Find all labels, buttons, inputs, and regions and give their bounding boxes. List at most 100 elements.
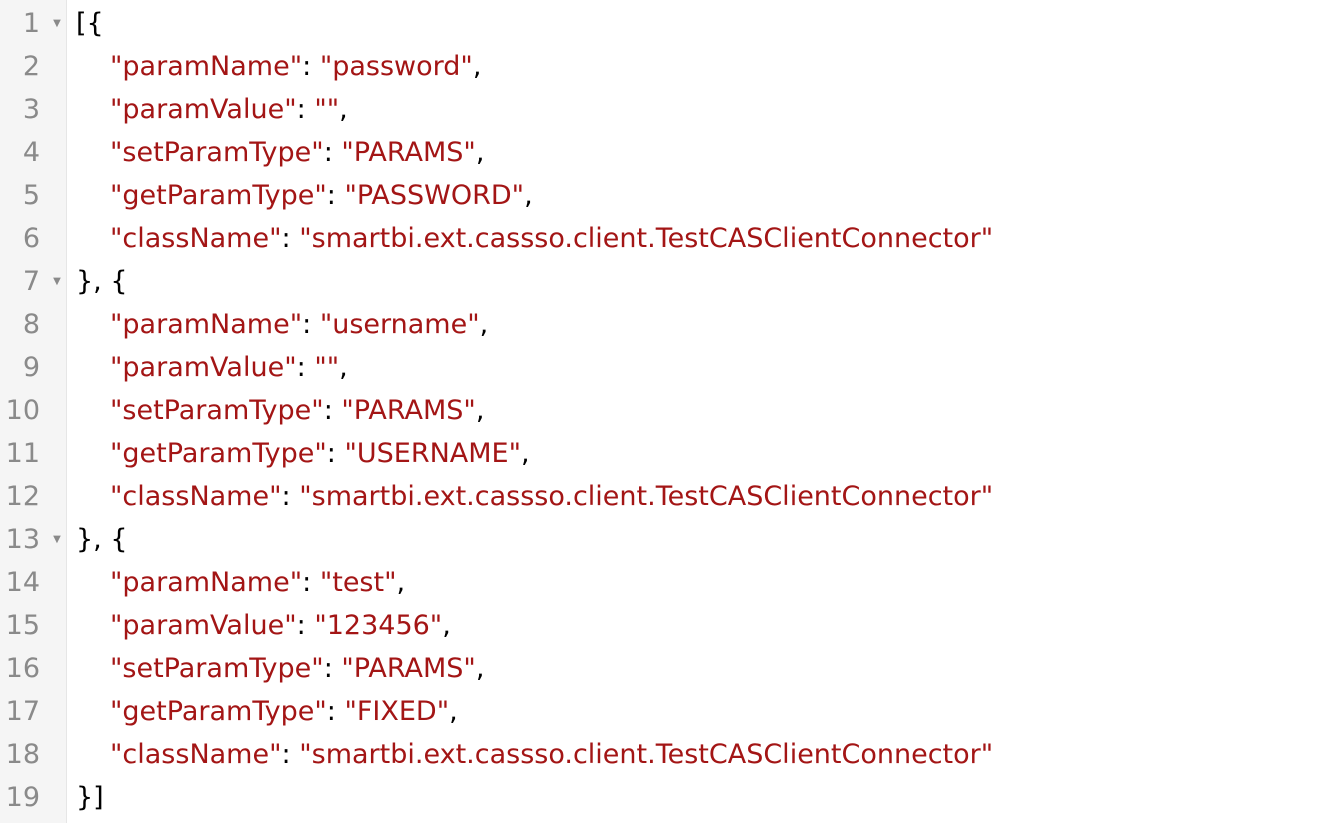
line-number: 10: [5, 395, 40, 426]
colon-token: :: [281, 739, 300, 770]
code-text: "getParamType": "USERNAME",: [76, 432, 530, 475]
code-line[interactable]: 8"paramName": "username",: [0, 303, 1341, 346]
json-key: "className": [110, 223, 282, 254]
json-value: "USERNAME": [344, 438, 522, 469]
colon-token: :: [326, 696, 345, 727]
bracket-token: }]: [76, 782, 104, 813]
colon-token: :: [323, 137, 342, 168]
comma-token: ,: [521, 438, 530, 469]
comma-token: ,: [449, 696, 458, 727]
colon-token: :: [326, 438, 345, 469]
code-text: "setParamType": "PARAMS",: [76, 389, 484, 432]
json-value: "smartbi.ext.cassso.client.TestCASClient…: [299, 223, 994, 254]
json-value: "123456": [314, 610, 443, 641]
code-text: "className": "smartbi.ext.cassso.client.…: [76, 475, 993, 518]
json-key: "className": [110, 739, 282, 770]
json-key: "setParamType": [110, 137, 324, 168]
comma-token: ,: [339, 94, 348, 125]
comma-token: ,: [475, 653, 485, 684]
code-text: [{: [76, 2, 104, 45]
json-value: "smartbi.ext.cassso.client.TestCASClient…: [299, 739, 994, 770]
code-line[interactable]: 13 ▼ }, {: [0, 518, 1341, 561]
json-value: "password": [319, 51, 473, 82]
colon-token: :: [296, 352, 315, 383]
colon-token: :: [326, 180, 345, 211]
comma-token: ,: [475, 137, 485, 168]
json-key: "className": [110, 481, 282, 512]
json-key: "getParamType": [110, 180, 327, 211]
fold-triangle-icon[interactable]: ▼: [53, 18, 61, 29]
line-number: 7: [22, 266, 40, 297]
code-line[interactable]: 17"getParamType": "FIXED",: [0, 690, 1341, 733]
code-text: "getParamType": "PASSWORD",: [76, 174, 533, 217]
code-text: "paramName": "username",: [76, 303, 488, 346]
fold-triangle-icon[interactable]: ▼: [53, 534, 61, 545]
code-text: }, {: [76, 518, 128, 561]
code-text: "setParamType": "PARAMS",: [76, 131, 484, 174]
code-line[interactable]: 6 "className": "smartbi.ext.cassso.client…: [0, 217, 1341, 260]
comma-token: ,: [479, 309, 489, 340]
code-line[interactable]: 4 "setParamType": "PARAMS",: [0, 131, 1341, 174]
json-key: "paramValue": [110, 352, 297, 383]
json-value: "smartbi.ext.cassso.client.TestCASClient…: [299, 481, 994, 512]
comma-token: ,: [472, 51, 482, 82]
code-line[interactable]: 2 "paramName": "password",: [0, 45, 1341, 88]
colon-token: :: [296, 94, 315, 125]
json-key: "getParamType": [110, 438, 327, 469]
json-key: "getParamType": [110, 696, 327, 727]
code-line[interactable]: 16"setParamType": "PARAMS",: [0, 647, 1341, 690]
code-line[interactable]: 14"paramName": "test",: [0, 561, 1341, 604]
json-key: "setParamType": [110, 395, 324, 426]
json-value: "": [314, 94, 340, 125]
code-line[interactable]: 10 "setParamType": "PARAMS",: [0, 389, 1341, 432]
code-text: "className": "smartbi.ext.cassso.client.…: [76, 217, 993, 260]
colon-token: :: [302, 309, 320, 340]
json-key: "paramName": [110, 51, 303, 82]
code-line[interactable]: 12"className": "smartbi.ext.cassso.clien…: [0, 475, 1341, 518]
line-number: 3: [22, 94, 40, 125]
code-line[interactable]: 3 "paramValue": "",: [0, 88, 1341, 131]
bracket-token: [{: [76, 8, 104, 39]
json-value: "test": [319, 567, 397, 598]
json-value: "PARAMS": [341, 395, 476, 426]
code-text: }, {: [76, 260, 128, 303]
code-line[interactable]: 18 "className": "smartbi.ext.cassso.clien…: [0, 733, 1341, 776]
line-number: 4: [22, 137, 40, 168]
line-number: 6: [22, 223, 40, 254]
code-line[interactable]: 7 ▼ }, {: [0, 260, 1341, 303]
json-value: "FIXED": [344, 696, 450, 727]
line-number: 5: [22, 180, 40, 211]
code-text: "paramValue": "",: [76, 88, 348, 131]
code-text: "className": "smartbi.ext.cassso.client.…: [76, 733, 993, 776]
line-number: 14: [5, 567, 40, 598]
code-line[interactable]: 19}]: [0, 776, 1341, 819]
comma-token: ,: [442, 610, 451, 641]
colon-token: :: [296, 610, 315, 641]
code-text: "setParamType": "PARAMS",: [76, 647, 484, 690]
json-value: "": [314, 352, 340, 383]
comma-token: ,: [396, 567, 406, 598]
line-number: 2: [22, 51, 40, 82]
code-text: "paramValue": "123456",: [76, 604, 451, 647]
code-line[interactable]: 1 ▼ [{: [0, 2, 1341, 45]
code-line[interactable]: 5 "getParamType": "PASSWORD",: [0, 174, 1341, 217]
comma-token: ,: [475, 395, 485, 426]
line-number: 18: [5, 739, 40, 770]
code-line[interactable]: 9"paramValue": "",: [0, 346, 1341, 389]
json-key: "paramValue": [110, 610, 297, 641]
line-number-gutter: [0, 0, 67, 823]
colon-token: :: [323, 653, 342, 684]
colon-token: :: [302, 51, 320, 82]
line-number: 9: [22, 352, 40, 383]
json-key: "paramName": [110, 567, 303, 598]
line-number: 15: [5, 610, 40, 641]
line-number: 13: [5, 524, 40, 555]
colon-token: :: [281, 223, 300, 254]
json-value: "PARAMS": [341, 653, 476, 684]
fold-triangle-icon[interactable]: ▼: [53, 276, 61, 287]
code-line[interactable]: 11"getParamType": "USERNAME",: [0, 432, 1341, 475]
code-line[interactable]: 15 "paramValue": "123456",: [0, 604, 1341, 647]
line-number: 1: [22, 8, 40, 39]
